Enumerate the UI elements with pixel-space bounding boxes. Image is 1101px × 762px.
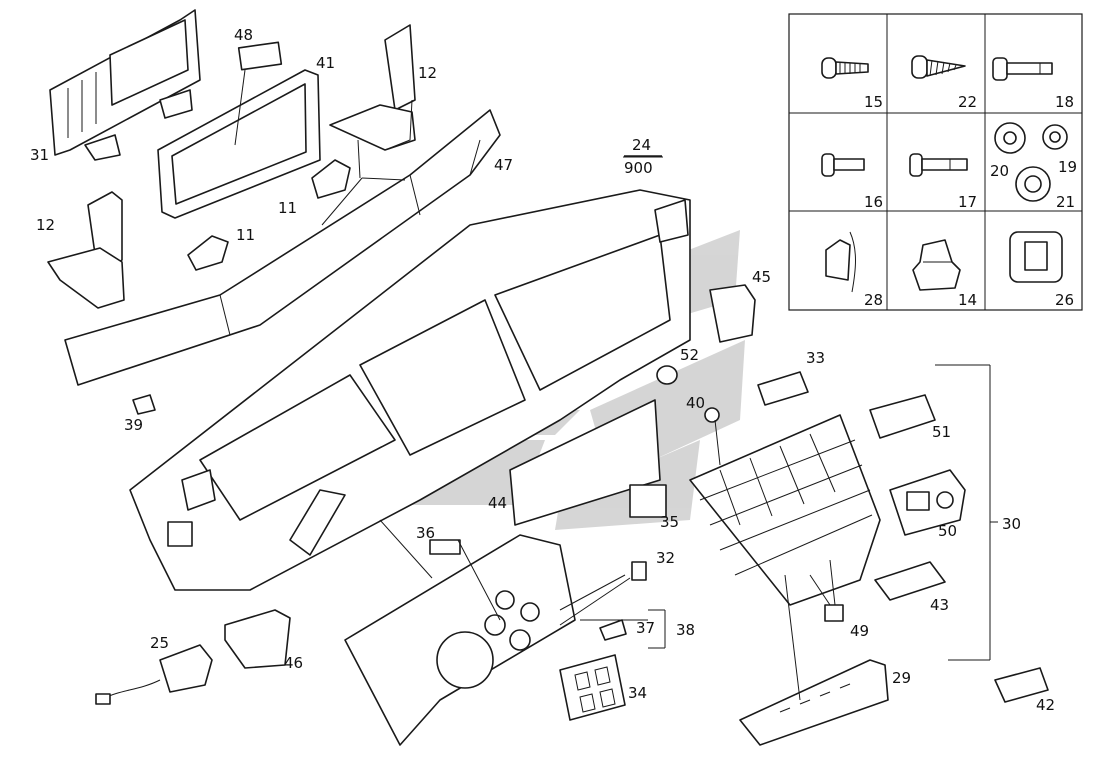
callout-52: 52 [680,346,699,364]
part-46-bracket [224,609,291,669]
bolt-16-icon [821,153,865,177]
part-11-clip-upper [311,159,351,199]
callout-49: 49 [850,622,869,640]
washer-20-icon [994,122,1026,154]
callout-labels: 24 900 48 41 12 31 47 11 12 11 45 52 33 … [30,26,1077,714]
part-12-bracket-upper [329,24,416,151]
part-33-lamp [757,371,809,406]
part-49-clip [824,604,844,622]
callout-30: 30 [1002,515,1021,533]
callout-37: 37 [636,619,655,637]
dashboard-assembly [129,189,691,591]
part-48-pad [237,41,283,71]
part-35-cover [629,484,667,518]
callout-31: 31 [30,146,49,164]
washer-21-icon [1015,166,1051,202]
part-36-clip [429,539,461,555]
callout-17: 17 [958,193,977,211]
callout-26: 26 [1055,291,1074,309]
callout-35: 35 [660,513,679,531]
part-31-frame [49,9,201,161]
part-12-bracket-lower [47,191,125,309]
fastener-legend [788,13,1083,311]
callout-46: 46 [284,654,303,672]
callout-45: 45 [752,268,771,286]
callout-41: 41 [316,54,335,72]
callout-25: 25 [150,634,169,652]
part-11-clip-lower [187,235,229,271]
washer-19-icon [1042,124,1068,150]
callout-11-lower: 11 [236,226,255,244]
callout-36: 36 [416,524,435,542]
callout-44: 44 [488,494,507,512]
callout-12-lower: 12 [36,216,55,234]
callout-38: 38 [676,621,695,639]
callout-11-upper: 11 [278,199,297,217]
part-47-crossmember [64,109,501,386]
callout-42: 42 [1036,696,1055,714]
callout-40: 40 [686,394,705,412]
callout-29: 29 [892,669,911,687]
part-25-sensor [95,644,213,705]
assembly-sub-number: 900 [624,159,653,177]
callout-33: 33 [806,349,825,367]
callout-21: 21 [1056,193,1075,211]
callout-19: 19 [1058,158,1077,176]
part-30-switch-panel [689,414,881,606]
callout-22: 22 [958,93,977,111]
part-44-panel [509,399,661,526]
callout-48: 48 [234,26,253,44]
bolt-18-icon [992,57,1053,81]
part-41-frame [157,69,321,219]
instrument-cluster-housing [344,534,576,746]
callout-16: 16 [864,193,883,211]
leader-lines [234,69,998,701]
part-34-switch-block [559,654,626,721]
assembly-number: 24 [632,136,651,154]
part-37-holder [599,619,627,641]
callout-14: 14 [958,291,977,309]
callout-28: 28 [864,291,883,309]
part-32-bulb [631,561,647,581]
callout-20: 20 [990,162,1009,180]
part-45-bracket [709,284,756,343]
screw-15-icon [821,57,869,79]
button-26-icon [1009,231,1063,283]
callout-18: 18 [1055,93,1074,111]
part-51-vent [869,394,936,439]
callout-47: 47 [494,156,513,174]
part-50-switch [889,469,966,536]
callout-51: 51 [932,423,951,441]
knob-14-icon [912,239,961,291]
clip-28-icon [825,231,856,293]
part-39-clip [132,394,156,415]
part-40-plug [704,407,720,423]
callout-39: 39 [124,416,143,434]
part-42-switch [994,667,1049,703]
part-43-switch [874,561,946,601]
callout-34: 34 [628,684,647,702]
bolt-17-icon [909,153,968,177]
part-29-control-panel [739,659,889,746]
callout-12-upper: 12 [418,64,437,82]
part-52-cap [656,365,678,385]
callout-43: 43 [930,596,949,614]
screw-22-icon [911,55,966,79]
callout-50: 50 [938,522,957,540]
callout-32: 32 [656,549,675,567]
callout-15: 15 [864,93,883,111]
